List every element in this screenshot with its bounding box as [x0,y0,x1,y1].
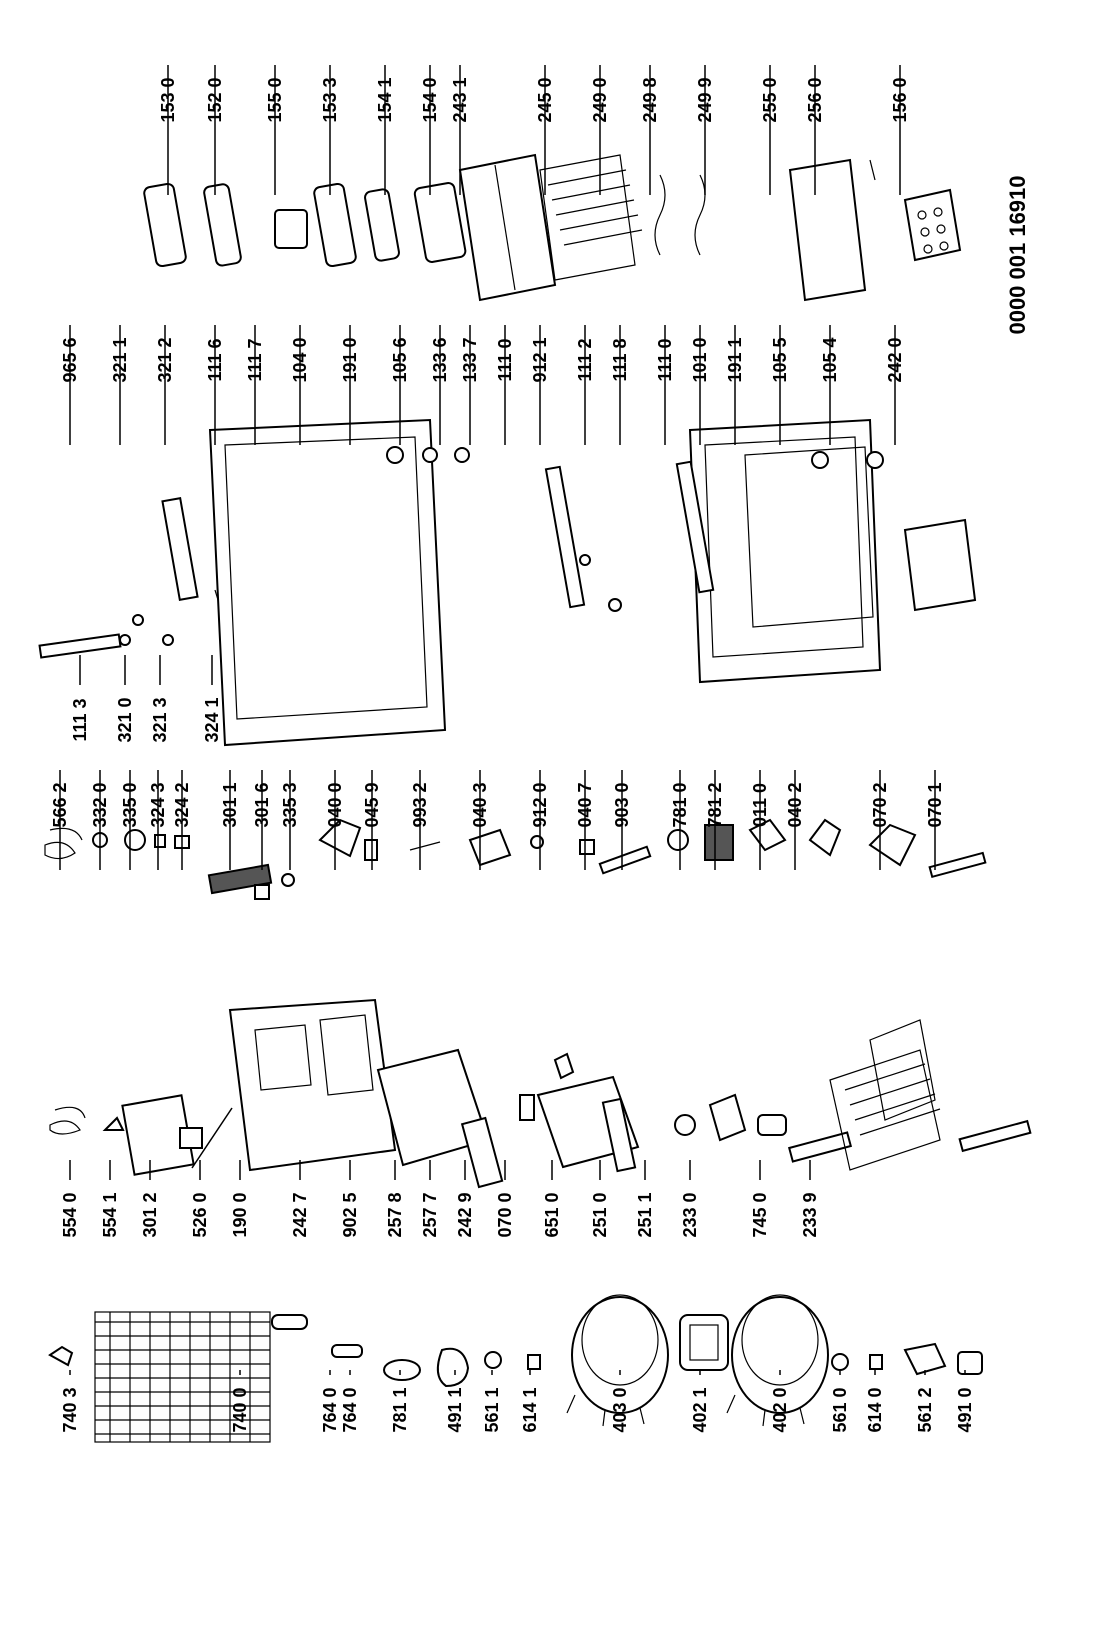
document-number: 0000 001 16910 [1005,175,1030,334]
part-label-651-0: 651 0 [542,1192,562,1237]
part-label-324-1: 324 1 [202,697,222,742]
part-label-402-0: 402 0 [770,1387,790,1432]
part-label-070-0: 070 0 [495,1192,515,1237]
compressor-403 [566,1294,669,1427]
part-label-554-1: 554 1 [100,1192,120,1237]
part-label-745-0: 745 0 [750,1192,770,1237]
part-label-491-1: 491 1 [445,1387,465,1432]
part-label-561-1: 561 1 [482,1387,502,1432]
part-label-781-1: 781 1 [390,1387,410,1432]
part-label-257-7: 257 7 [420,1192,440,1237]
part-label-321-3: 321 3 [150,697,170,742]
part-label-190-0: 190 0 [230,1192,250,1237]
door-104 [208,418,447,747]
part-label-561-0: 561 0 [830,1387,850,1432]
wire-shelf-245 [539,154,643,281]
cabinet-190 [228,998,397,1172]
part-label-242-9: 242 9 [455,1192,475,1237]
part-label-614-1: 614 1 [520,1387,540,1432]
part-label-301-2: 301 2 [140,1192,160,1237]
egg-tray-156 [903,188,962,262]
part-label-321-0: 321 0 [115,697,135,742]
part-label-402-1: 402 1 [690,1387,710,1432]
part-label-403-0: 403 0 [610,1387,630,1432]
part-label-251-0: 251 0 [590,1192,610,1237]
glass-shelf-243 [458,153,557,302]
part-label-526-0: 526 0 [190,1192,210,1237]
part-label-491-0: 491 0 [955,1387,975,1432]
part-label-614-0: 614 0 [865,1387,885,1432]
part-label-233-0: 233 0 [680,1192,700,1237]
part-label-554-0: 554 0 [60,1192,80,1237]
part-label-257-8: 257 8 [385,1192,405,1237]
door-101 [688,418,882,684]
part-label-902-5: 902 5 [340,1192,360,1237]
part-label-242-7: 242 7 [290,1192,310,1237]
part-label-561-2: 561 2 [915,1387,935,1432]
part-drawings [38,153,1032,1443]
part-label-111-3: 111 3 [70,698,90,741]
part-label-740-0: 740 0 [230,1387,250,1432]
wire-shelves-745 [829,1019,941,1171]
part-label-251-1: 251 1 [635,1192,655,1237]
compressor-402 [726,1294,829,1427]
part-label-233-9: 233 9 [800,1192,820,1237]
part-label-764-0: 764 0 [320,1387,340,1432]
part-label-740-3: 740 3 [60,1387,80,1432]
part-label-764-0: 764 0 [340,1387,360,1432]
condenser-coil [94,1311,271,1443]
